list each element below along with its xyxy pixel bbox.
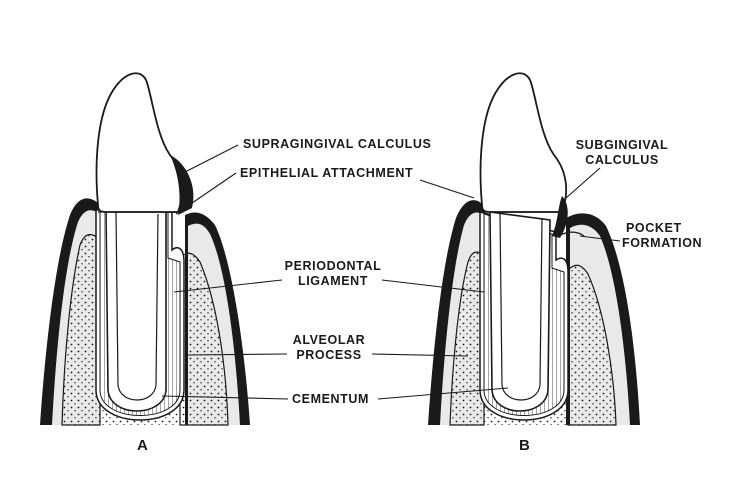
label-cementum: CEMENTUM	[292, 392, 370, 406]
leader-epithelial-attachment-b	[419, 179, 475, 199]
panel-a-alveolar-bone-left	[61, 234, 101, 426]
label-alveolar-process: ALVEOLAR PROCESS	[292, 333, 366, 362]
label-periodontal-ligament: PERIODONTAL LIGAMENT	[284, 259, 382, 288]
label-supragingival-calculus: SUPRAGINGIVAL CALCULUS	[243, 137, 432, 151]
panel-a	[40, 72, 250, 426]
label-pocket-formation: POCKET FORMATION	[622, 221, 703, 250]
leader-pocket-formation	[579, 235, 621, 242]
leader-alveolar-process-b	[371, 353, 469, 357]
leader-periodontal-ligament-b	[381, 279, 485, 293]
panel-b-root	[489, 211, 551, 412]
panel-b	[428, 72, 640, 426]
panel-letter-a: A	[137, 437, 148, 454]
label-epithelial-attachment: EPITHELIAL ATTACHMENT	[240, 166, 414, 180]
panel-b-subgingival-calculus	[552, 196, 568, 238]
panel-a-supragingival-calculus	[170, 155, 194, 215]
leader-subgingival-calculus	[565, 167, 601, 199]
leader-periodontal-ligament-a	[173, 279, 283, 293]
label-subgingival-calculus: SUBGINGIVAL CALCULUS	[575, 138, 669, 167]
panel-a-crown	[95, 72, 184, 213]
leader-cementum-b	[377, 387, 509, 400]
leader-alveolar-process-a	[185, 353, 288, 356]
leader-lines	[161, 144, 621, 400]
leader-cementum-a	[161, 395, 289, 400]
leader-supragingival-calculus	[184, 144, 239, 173]
leader-epithelial-attachment-a	[175, 172, 237, 215]
panel-b-crown	[479, 72, 568, 213]
panel-b-alveolar-bone-right	[567, 264, 617, 426]
panel-b-pocket	[557, 231, 585, 237]
panel-letter-b: B	[519, 437, 530, 454]
panel-a-root	[105, 209, 167, 412]
